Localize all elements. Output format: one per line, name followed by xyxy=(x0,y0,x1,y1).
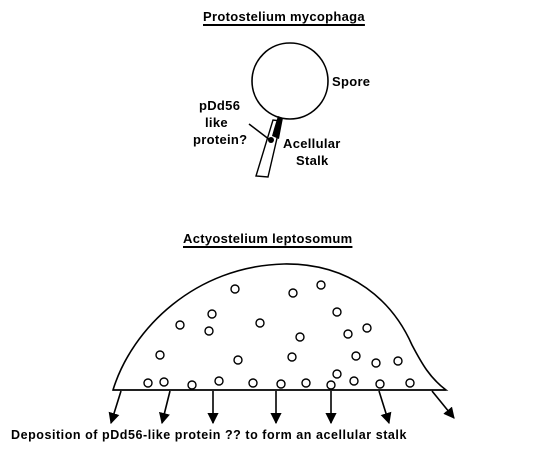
top-panel-title: Protostelium mycophaga xyxy=(203,10,365,24)
granule xyxy=(317,281,325,289)
granule xyxy=(277,380,285,388)
granule xyxy=(394,357,402,365)
protein-label-line1: pDd56 xyxy=(199,99,240,113)
deposition-arrow xyxy=(432,391,454,418)
cell-mound-outline xyxy=(113,264,446,390)
granule xyxy=(160,378,168,386)
bottom-panel-title: Actyostelium leptosomum xyxy=(183,232,352,246)
protein-pointer-dot xyxy=(268,137,274,143)
granule xyxy=(144,379,152,387)
granule xyxy=(333,308,341,316)
granule xyxy=(231,285,239,293)
granule xyxy=(302,379,310,387)
deposition-arrow xyxy=(379,391,389,423)
granule xyxy=(350,377,358,385)
granule xyxy=(205,327,213,335)
granule xyxy=(249,379,257,387)
stalk-label-line1: Acellular xyxy=(283,137,341,151)
granule xyxy=(215,377,223,385)
protein-label-line3: protein? xyxy=(193,133,247,147)
granule xyxy=(208,310,216,318)
spore-label: Spore xyxy=(332,75,370,89)
granule xyxy=(333,370,341,378)
protein-label-line2: like xyxy=(205,116,228,130)
granule xyxy=(344,330,352,338)
granule xyxy=(256,319,264,327)
granule xyxy=(156,351,164,359)
granule xyxy=(234,356,242,364)
granule xyxy=(296,333,304,341)
granule xyxy=(327,381,335,389)
deposition-arrows xyxy=(111,391,454,423)
stalk-label-line2: Stalk xyxy=(296,154,329,168)
granule xyxy=(188,381,196,389)
granule xyxy=(288,353,296,361)
deposition-arrow xyxy=(111,391,121,423)
granule xyxy=(406,379,414,387)
granule xyxy=(372,359,380,367)
spore-circle xyxy=(252,43,328,119)
deposition-arrow xyxy=(162,391,170,423)
granules xyxy=(144,281,414,389)
granule xyxy=(376,380,384,388)
granule xyxy=(352,352,360,360)
granule xyxy=(363,324,371,332)
granule xyxy=(289,289,297,297)
protein-pointer-line xyxy=(249,124,270,140)
granule xyxy=(176,321,184,329)
deposition-caption: Deposition of pDd56-like protein ?? to f… xyxy=(11,428,407,442)
